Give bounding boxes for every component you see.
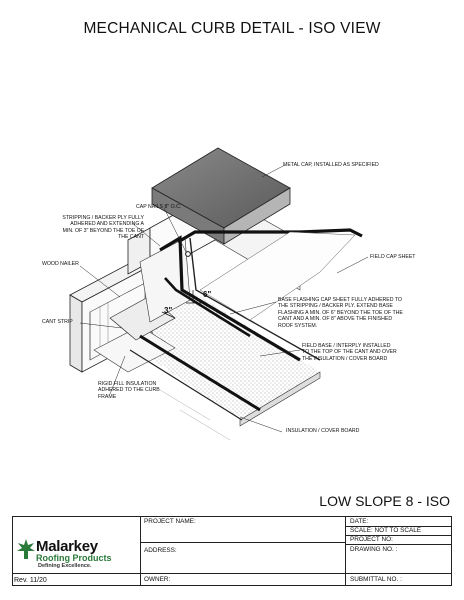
address-field: ADDRESS: — [144, 547, 177, 554]
owner-field: OWNER: — [144, 576, 171, 583]
label-field-cap: FIELD CAP SHEET — [370, 254, 416, 260]
label-insulation: INSULATION / COVER BOARD — [286, 428, 360, 434]
page-title: MECHANICAL CURB DETAIL - ISO VIEW — [83, 20, 381, 37]
project-no-field: PROJECT NO: — [350, 536, 393, 543]
dimension-three-inch: 3" — [164, 306, 173, 315]
leader-lines — [79, 164, 369, 433]
title-block-left — [12, 516, 13, 586]
base-flashing-band-4 — [164, 277, 251, 338]
title-block-row-r3 — [345, 544, 451, 545]
title-block-divider-1 — [140, 516, 141, 586]
submittal-no-field: SUBMITTAL NO. : — [350, 576, 402, 583]
label-cant-strip: CANT STRIP — [42, 319, 73, 325]
revision: Rev. 11/20 — [14, 577, 47, 584]
label-cap-nails: CAP NAILS 8" O.C. — [136, 204, 182, 210]
label-rigid-fill: RIGID FILL INSULATION ADHERED TO THE CUR… — [98, 381, 160, 400]
scale-field: SCALE: NOT TO SCALE — [350, 527, 422, 534]
insulation-edge — [239, 371, 321, 427]
date-field: DATE: — [350, 518, 369, 525]
dimension-six-inch: 6" — [203, 290, 212, 299]
rigid-fill-insulation — [93, 325, 176, 373]
label-field-base: FIELD BASE / INTERPLY INSTALLED TO THE T… — [302, 343, 397, 362]
title-block-row-logo — [12, 573, 140, 574]
title-block-top — [12, 516, 452, 517]
base-flashing-band-2 — [177, 228, 363, 244]
title-block-row-r2 — [345, 535, 451, 536]
field-base-band — [139, 334, 261, 412]
title-block-row-r1 — [345, 526, 451, 527]
title-block-right — [451, 516, 452, 586]
label-base-flashing: BASE FLASHING CAP SHEET FULLY ADHERED TO… — [278, 297, 403, 329]
logo-sub: Roofing Products — [36, 553, 112, 563]
cap-nail — [185, 251, 191, 257]
base-flashing-band-3 — [189, 237, 321, 361]
title-block-row-r4 — [345, 573, 451, 574]
detail-name: LOW SLOPE 8 - ISO — [319, 493, 450, 509]
field-cap-sheet — [199, 231, 356, 321]
title-block-divider-2 — [345, 516, 346, 586]
title-block-row-2 — [140, 573, 345, 574]
curb-frame-side — [69, 294, 83, 373]
project-name-field: PROJECT NAME: — [144, 518, 196, 525]
logo-tagline: Defining Excellence. — [38, 563, 92, 569]
title-block-bottom — [12, 585, 452, 586]
label-wood-nailer: WOOD NAILER — [42, 261, 79, 267]
title-block-row-1 — [140, 542, 345, 543]
field-base-band-2 — [129, 349, 243, 421]
label-stripping: STRIPPING / BACKER PLY FULLY ADHERED AND… — [62, 215, 144, 241]
base-flashing-band-1 — [159, 235, 301, 362]
malarkey-leaf-icon — [17, 539, 35, 559]
frame-lines — [159, 389, 231, 441]
drawing-no-field: DRAWING NO. : — [350, 546, 398, 553]
logo-name: Malarkey — [36, 538, 98, 555]
label-metal-cap: METAL CAP, INSTALLED AS SPECIFIED — [283, 162, 379, 168]
metal-cap-side — [223, 187, 291, 245]
